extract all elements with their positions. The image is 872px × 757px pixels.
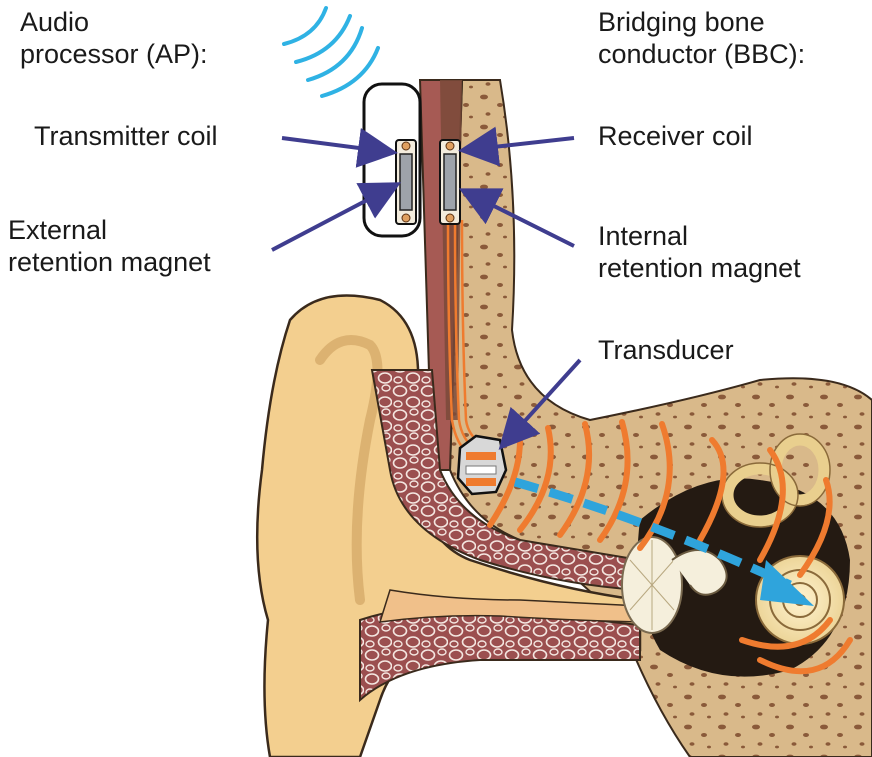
pointer-arrow-icon [271, 126, 582, 450]
transducer [456, 434, 508, 496]
eardrum-lines [629, 540, 675, 630]
label-transmitter-coil: Transmitter coil [34, 121, 218, 151]
implant-lead-wires [446, 219, 483, 457]
arrow-internal-magnet [458, 188, 575, 248]
arrow-external-magnet [271, 182, 402, 252]
arrow-receiver-coil [458, 126, 575, 167]
vibration-path-arrow-icon [513, 477, 814, 606]
label-audio-processor: Audio processor (AP): [20, 7, 208, 69]
label-transducer: Transducer [598, 335, 734, 365]
semicircular-canals [722, 434, 830, 527]
ear-fold [315, 335, 383, 605]
sound-wave-icon [487, 419, 853, 675]
canal-tissue-upper [370, 369, 641, 592]
label-internal-retention-magnet: Internal retention magnet [598, 221, 801, 283]
ear-canal [378, 589, 641, 623]
ossicles [671, 549, 728, 596]
receiver-coil-assembly [439, 139, 461, 225]
wireless-signal-icon [282, 6, 380, 98]
arrow-transmitter-coil [281, 128, 398, 168]
label-bridging-bone-conductor: Bridging bone conductor (BBC): [598, 7, 806, 69]
label-external-retention-magnet: External retention magnet [8, 215, 211, 277]
transmitter-coil-assembly [395, 139, 417, 225]
label-receiver-coil: Receiver coil [598, 121, 753, 151]
arrow-transducer [498, 358, 582, 450]
